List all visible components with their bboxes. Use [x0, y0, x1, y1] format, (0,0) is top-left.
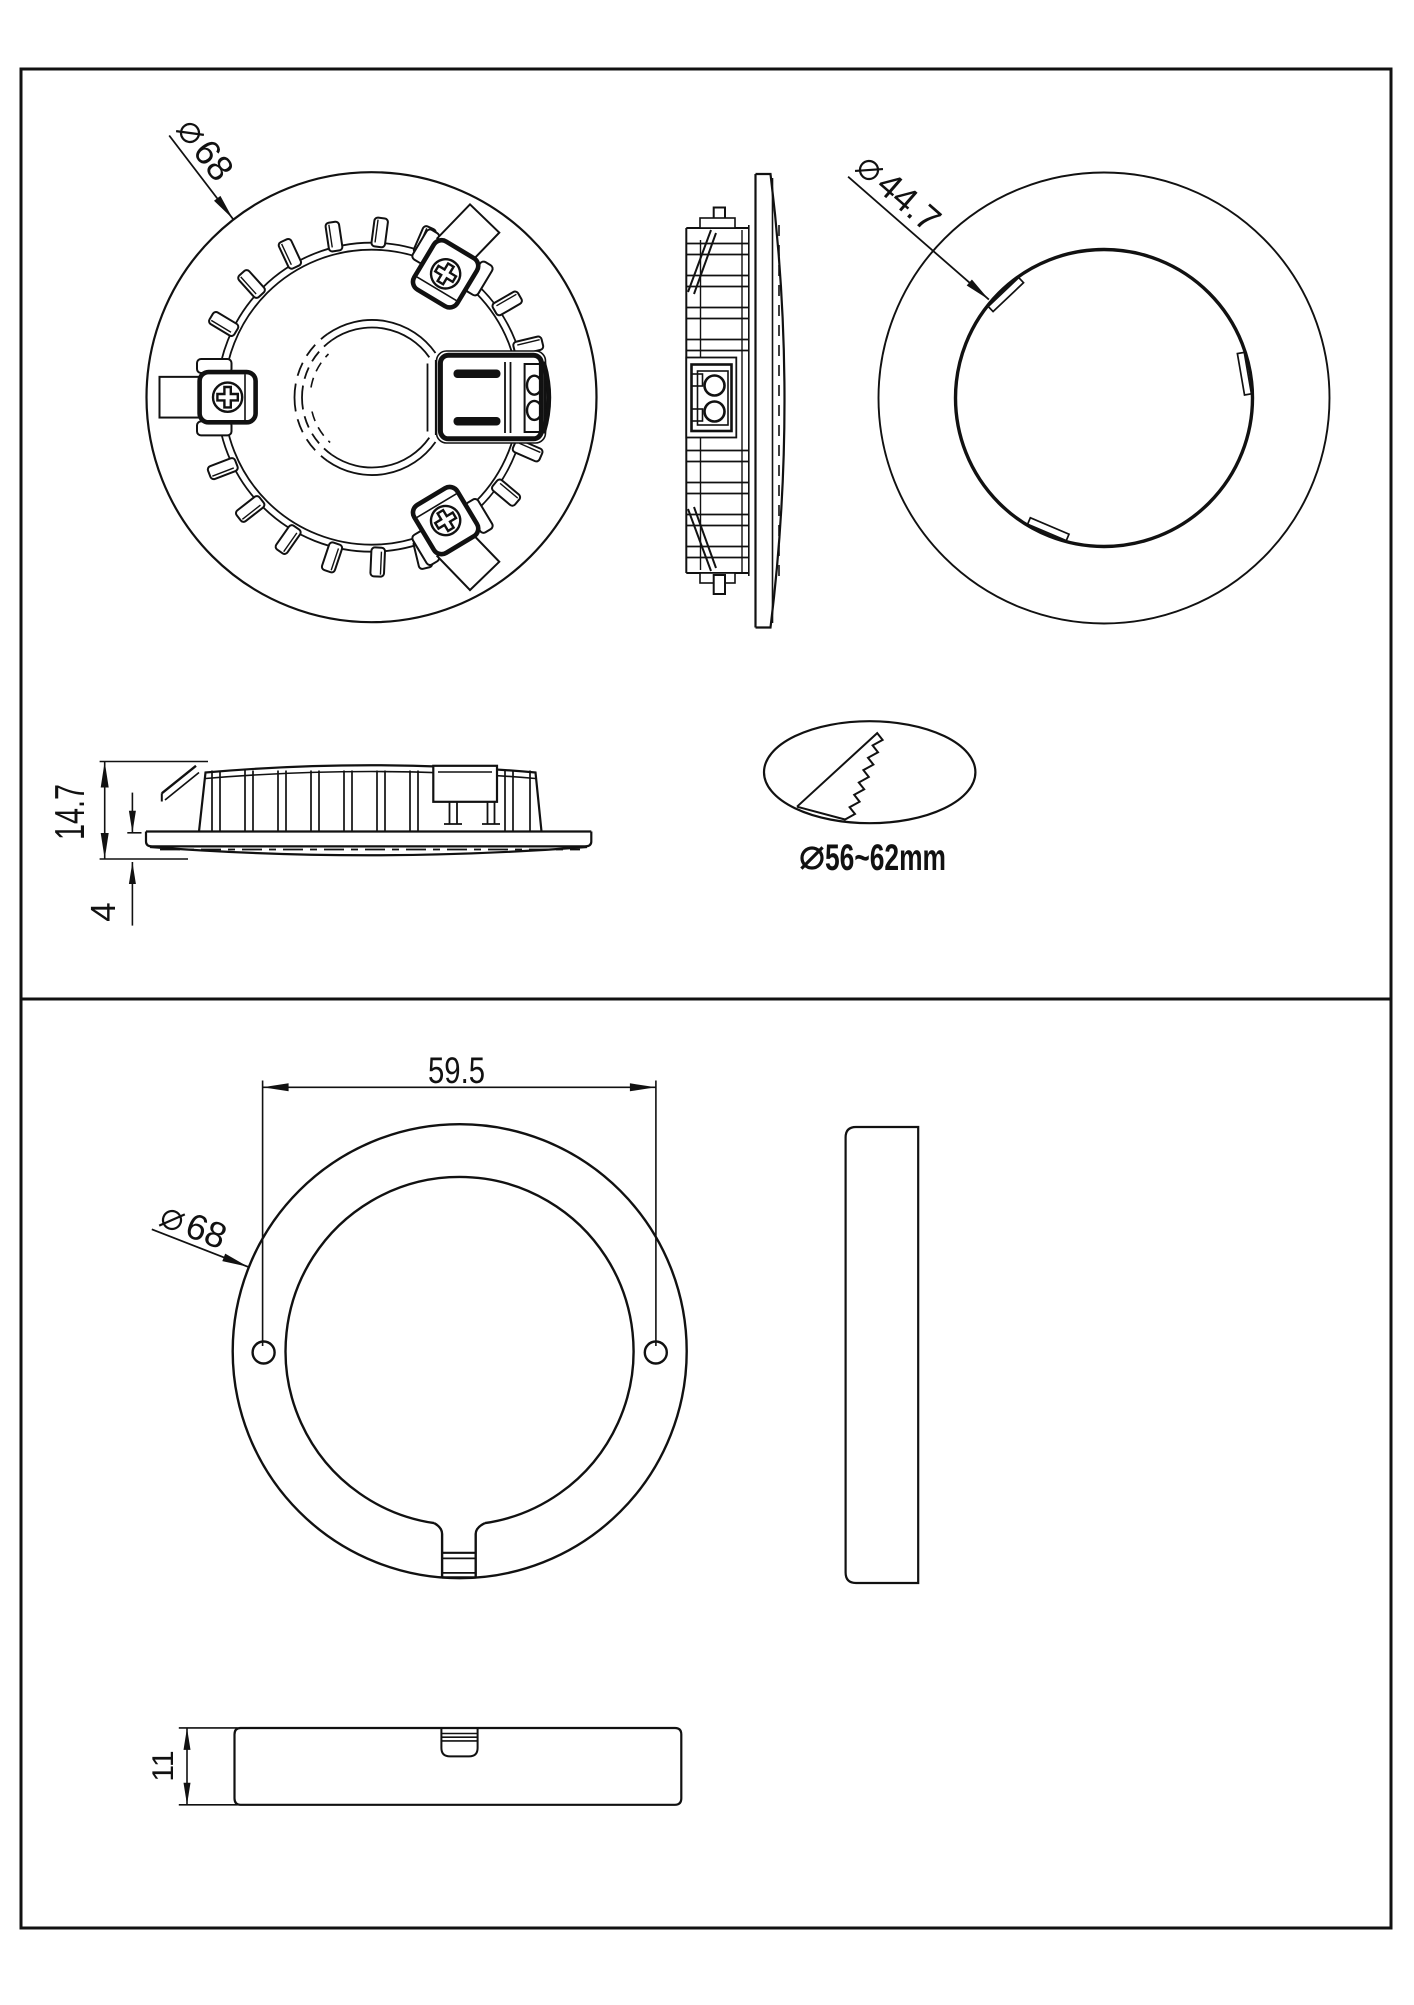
svg-text:4: 4: [84, 902, 123, 921]
svg-text:56~62mm: 56~62mm: [825, 837, 946, 878]
svg-text:14.7: 14.7: [46, 784, 93, 840]
svg-text:59.5: 59.5: [428, 1050, 485, 1091]
svg-text:11: 11: [147, 1750, 180, 1781]
